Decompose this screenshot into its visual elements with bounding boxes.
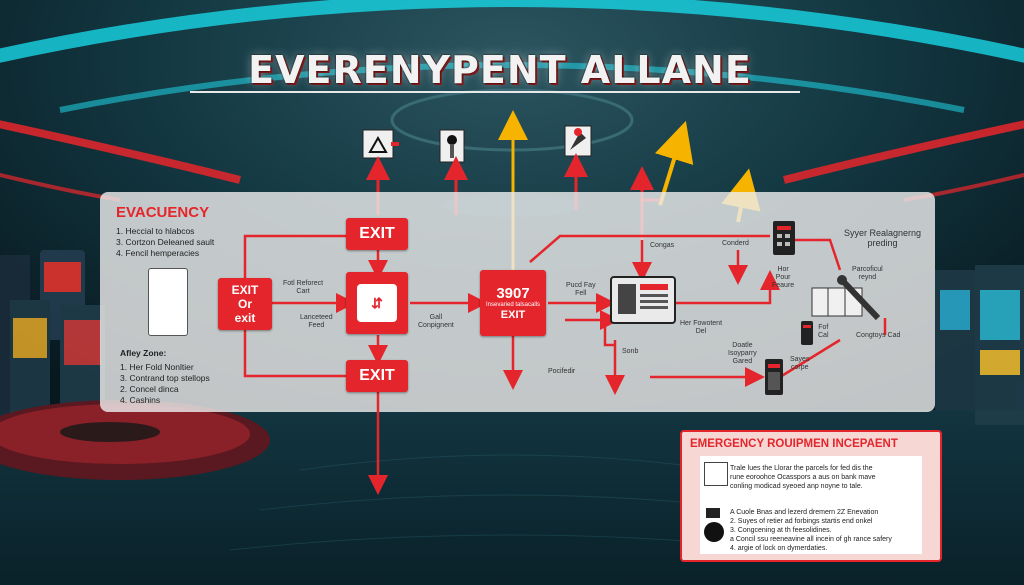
central-hub: ⇵ xyxy=(346,272,408,334)
list-item: 2. Suyes of retier ad forbings startis e… xyxy=(730,518,873,525)
list-item: 1. Heccial to hlabcos xyxy=(116,226,195,236)
list-item: 4. Cashins xyxy=(120,395,161,405)
warning-sign-icon xyxy=(362,129,399,159)
note-label: Conderd xyxy=(722,240,749,247)
list-item: a Concil ssu reeneavine all incein of gh… xyxy=(730,536,892,543)
note-label: Congas xyxy=(650,242,675,249)
list-item: 4. argie of lock on dymerdaties. xyxy=(730,545,828,552)
list-item: 3. Congcening at th feesolidines. xyxy=(730,527,832,534)
floor-plan-card xyxy=(148,268,188,336)
description-line: rune eoroohce Ocasspors a aus on bank ma… xyxy=(730,474,876,481)
description-line: Trale lues the Llorar the parcels for fe… xyxy=(730,465,873,472)
exit-sign-bottom: EXIT xyxy=(346,360,408,392)
exit-or-label: Or xyxy=(237,297,252,311)
exit-sign-main: 3907 Insevaried talsacalls EXIT xyxy=(480,270,546,336)
description-line: conling modicad syeoed anp noyne to tale… xyxy=(730,483,863,490)
document-icon xyxy=(704,462,728,486)
fire-extinguisher-small-icon xyxy=(801,321,813,345)
equipment-card: Trale lues the Llorar the parcels for fe… xyxy=(700,456,922,554)
control-panel-icon xyxy=(610,276,676,324)
evacuation-list-a: 1. Heccial to hlabcos 3. Cortzon Deleane… xyxy=(116,226,214,259)
exit-subtitle: Insevaried talsacalls xyxy=(485,302,541,308)
exit-sign-top: EXIT xyxy=(346,218,408,250)
emergency-equipment-panel: EMERGENCY ROUIPMEN INCEPAENT Trale lues … xyxy=(680,430,942,562)
sprinkler-valve-icon xyxy=(811,275,880,321)
evacuation-title: EVACUENCY xyxy=(116,204,210,221)
exit-sign-left: EXIT Or exit xyxy=(218,278,272,330)
note-label: Pocifedir xyxy=(548,368,576,375)
exit-number: 3907 xyxy=(496,285,530,302)
exit-label: EXIT xyxy=(231,283,259,297)
equipment-description: Trale lues the Llorar the parcels for fe… xyxy=(730,464,876,491)
exit-main-label: EXIT xyxy=(500,309,526,321)
title-underline xyxy=(190,91,800,93)
equipment-title: EMERGENCY ROUIPMEN INCEPAENT xyxy=(690,438,898,450)
equipment-list: A Cuole Bnas and lezerd dremern 2Z Eneva… xyxy=(730,508,892,553)
extinguisher-icon xyxy=(706,508,720,518)
zone-label: Afley Zone: xyxy=(120,348,167,358)
list-item: 3. Cortzon Deleaned sault xyxy=(116,237,215,247)
list-item: 1. Her Fold Nonltier xyxy=(120,362,194,372)
list-item: 2. Concel dinca xyxy=(120,384,179,394)
emergency-phone-icon xyxy=(765,359,783,395)
exit-alt-label: exit xyxy=(234,311,256,325)
list-item: 3. Contrand top stellops xyxy=(120,373,210,383)
hand-tool-icon xyxy=(564,125,592,157)
list-item: A Cuole Bnas and lezerd dremern 2Z Eneva… xyxy=(730,509,879,516)
note-label: Sonb xyxy=(622,348,639,355)
evacuation-list-b: 1. Her Fold Nonltier 3. Contrand top ste… xyxy=(120,362,210,406)
note-label: Congtoys Cad xyxy=(856,332,901,339)
two-way-arrow-icon: ⇵ xyxy=(357,284,397,322)
page-title: EVERENYPENT ALLANE xyxy=(248,48,752,92)
fire-alarm-panel-icon xyxy=(773,221,795,255)
alarm-icon xyxy=(704,522,724,542)
list-item: 4. Fencil hemperacies xyxy=(116,248,200,258)
